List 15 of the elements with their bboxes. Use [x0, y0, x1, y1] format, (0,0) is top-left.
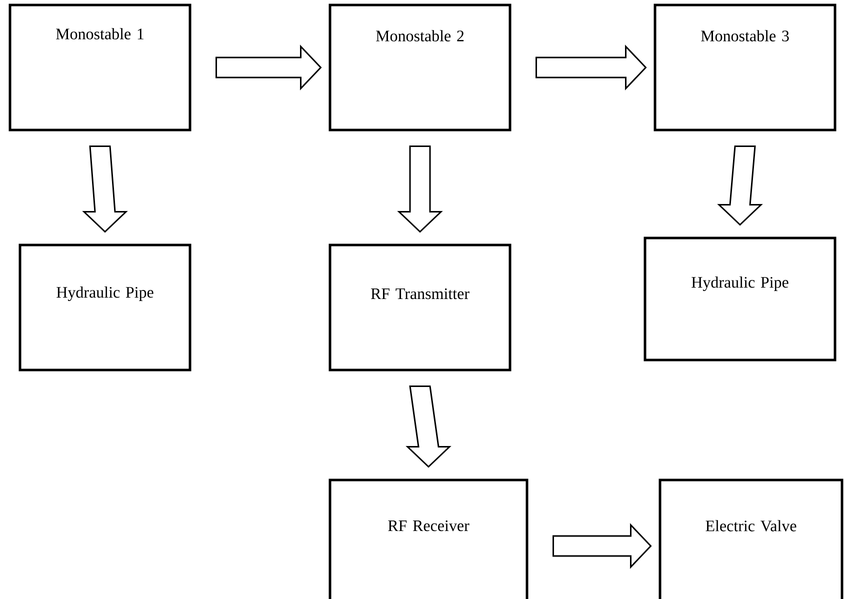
process-box: Hydraulic Pipe	[18, 244, 192, 372]
block-arrow	[82, 146, 128, 233]
block-arrow	[216, 44, 322, 90]
process-box: Electric Valve	[658, 478, 844, 599]
process-box: Monostable 1	[8, 4, 192, 132]
block-arrow	[536, 44, 647, 90]
block-arrow	[397, 146, 443, 233]
process-box: RF Transmitter	[328, 244, 512, 372]
block-arrow	[552, 523, 652, 569]
process-box: Monostable 3	[654, 4, 836, 132]
process-box: Hydraulic Pipe	[644, 236, 836, 362]
block-arrow	[717, 146, 763, 226]
process-box: RF Receiver	[328, 478, 528, 599]
block-arrow	[406, 386, 452, 468]
process-box: Monostable 2	[328, 4, 512, 132]
